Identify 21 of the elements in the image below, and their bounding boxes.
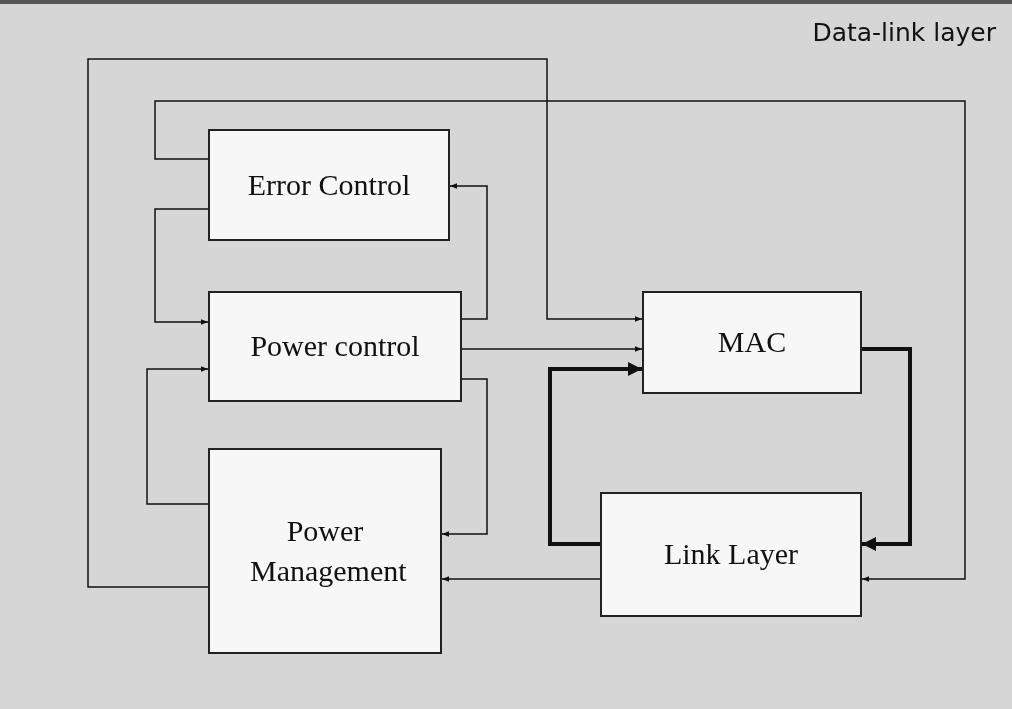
arrow [441, 378, 488, 537]
box-label: Power control [249, 328, 421, 365]
arrow [87, 58, 643, 588]
process-box [208, 291, 462, 402]
arrow [146, 366, 209, 505]
box-label: MAC [716, 324, 788, 361]
process-box [642, 291, 862, 394]
arrow [548, 362, 642, 546]
arrow [154, 100, 966, 582]
arrow [449, 183, 488, 320]
box-label: Link Layer [662, 536, 800, 573]
title: Data-link layer [812, 18, 996, 47]
arrow [862, 347, 912, 551]
box-label: Power Management [249, 512, 408, 589]
box-label: Error Control [246, 166, 412, 203]
process-box [600, 492, 862, 617]
arrow [154, 208, 209, 325]
arrow [461, 346, 643, 352]
process-box [208, 448, 442, 654]
process-box [208, 129, 450, 241]
arrow [441, 576, 601, 582]
